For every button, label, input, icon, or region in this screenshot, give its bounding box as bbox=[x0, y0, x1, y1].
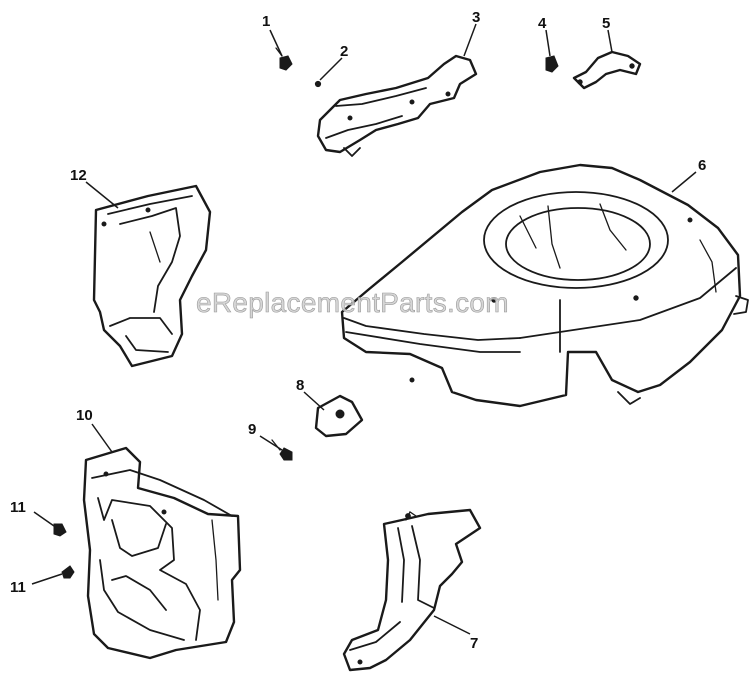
leader-lines bbox=[31, 23, 697, 635]
callout-11-upper: 11 bbox=[10, 499, 26, 516]
part-5-clamp bbox=[572, 50, 642, 90]
leader-4 bbox=[545, 29, 551, 57]
part-11-screw-lower bbox=[61, 565, 75, 579]
leader-8 bbox=[303, 391, 325, 411]
callout-11-lower: 11 bbox=[10, 579, 26, 596]
leader-7 bbox=[433, 615, 471, 635]
leader-2 bbox=[319, 57, 343, 81]
part-2-washer bbox=[314, 80, 322, 88]
leader-6 bbox=[671, 171, 697, 193]
leader-12 bbox=[85, 181, 119, 209]
leader-11-lower bbox=[31, 573, 63, 585]
leader-10 bbox=[91, 423, 113, 453]
leader-1 bbox=[269, 29, 283, 57]
part-12-side-baffle bbox=[92, 184, 212, 368]
leader-9 bbox=[259, 435, 283, 451]
callout-5: 5 bbox=[602, 15, 610, 32]
part-10-lower-shroud bbox=[82, 446, 242, 660]
leader-3 bbox=[463, 23, 477, 57]
part-8-clip bbox=[314, 394, 364, 438]
callout-12: 12 bbox=[70, 167, 87, 184]
callout-8: 8 bbox=[296, 377, 304, 394]
part-3-bracket bbox=[316, 54, 478, 157]
callout-labels: 1 2 3 4 5 6 7 8 9 10 11 11 12 bbox=[10, 9, 706, 652]
part-1-screw bbox=[275, 47, 293, 71]
part-7-lower-baffle bbox=[342, 508, 482, 672]
watermark-text: eReplacementParts.com bbox=[196, 287, 509, 318]
callout-10: 10 bbox=[76, 407, 93, 424]
callout-9: 9 bbox=[248, 421, 256, 438]
part-6-blower-housing bbox=[340, 163, 749, 408]
leader-11-upper bbox=[33, 511, 55, 527]
callout-2: 2 bbox=[340, 43, 348, 60]
part-11-screw-upper bbox=[53, 523, 67, 537]
leader-5 bbox=[607, 29, 613, 53]
callout-4: 4 bbox=[538, 15, 547, 32]
callout-1: 1 bbox=[262, 13, 270, 30]
part-4-nut bbox=[545, 55, 559, 73]
callout-6: 6 bbox=[698, 157, 706, 174]
callout-7: 7 bbox=[470, 635, 478, 652]
callout-3: 3 bbox=[472, 9, 480, 26]
